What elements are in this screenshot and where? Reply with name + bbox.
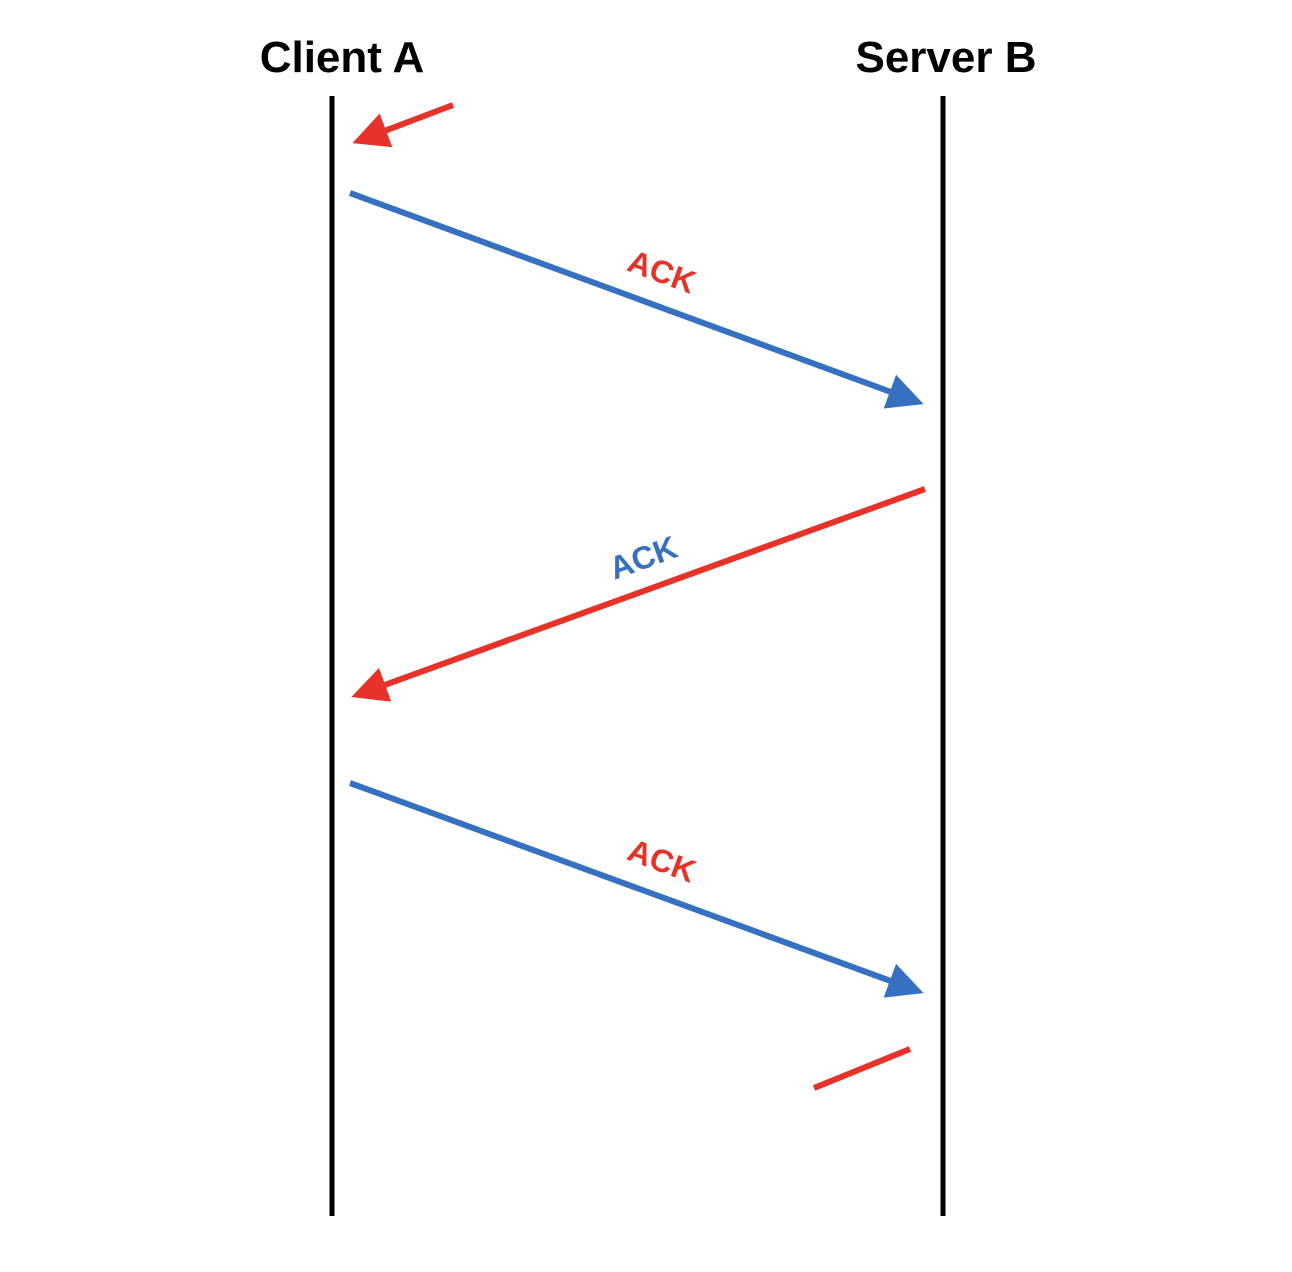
incoming-partial-arrow xyxy=(352,102,455,148)
client-label: Client A xyxy=(260,33,425,82)
server-label: Server B xyxy=(855,33,1036,82)
message-1-arrow xyxy=(348,190,924,409)
outgoing-partial-arrow xyxy=(812,1046,912,1091)
message-2-arrow xyxy=(351,486,927,702)
message-3-arrow xyxy=(348,780,924,998)
message-2-label: ACK xyxy=(605,529,682,587)
message-3-label: ACK xyxy=(623,832,700,890)
message-1-label: ACK xyxy=(623,243,700,301)
